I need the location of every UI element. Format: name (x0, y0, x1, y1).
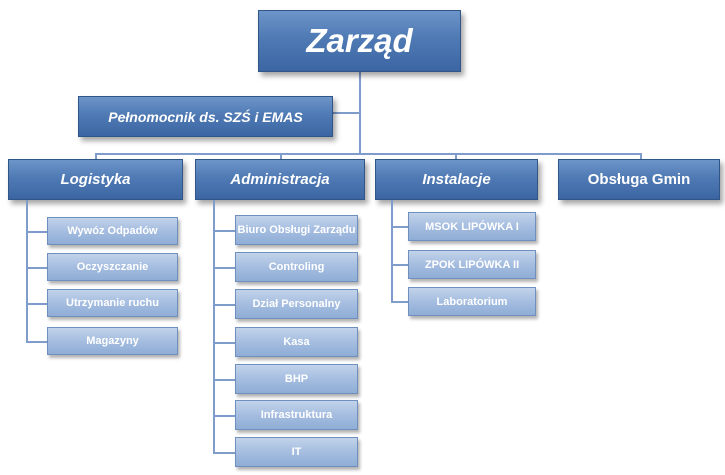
connector-unit (213, 342, 235, 344)
connector-unit (26, 267, 47, 269)
unit-label: Kasa (283, 336, 310, 348)
unit-label: Controling (268, 261, 325, 273)
unit-label: MSOK LIPÓWKA I (425, 220, 519, 233)
connector-unit (213, 267, 235, 269)
unit-label: Magazyny (86, 335, 139, 347)
unit-dzial-personalny: Dział Personalny (235, 289, 358, 319)
unit-label: BHP (284, 373, 309, 385)
connector-unit (213, 415, 235, 417)
department-label: Obsługa Gmin (587, 171, 691, 188)
connector-instalacje-trunk (391, 200, 393, 302)
connector-unit (213, 304, 235, 306)
unit-label: Wywóz Odpadów (67, 225, 158, 237)
unit-label: Biuro Obsługi Zarządu (237, 224, 356, 236)
connector-unit (213, 452, 235, 454)
unit-label: Dział Personalny (252, 298, 341, 310)
representative-label: Pełnomocnik ds. SZŚ i EMAS (108, 108, 303, 125)
connector-unit (26, 341, 47, 343)
department-label: Instalacje (422, 171, 491, 188)
department-administracja: Administracja (195, 159, 365, 200)
connector-unit (391, 301, 408, 303)
unit-laboratorium: Laboratorium (408, 287, 536, 316)
connector-logistyka-trunk (26, 200, 28, 342)
unit-label: Utrzymanie ruchu (66, 297, 159, 309)
unit-utrzymanie-ruchu: Utrzymanie ruchu (47, 289, 178, 317)
unit-label: Infrastruktura (260, 409, 333, 421)
unit-kasa: Kasa (235, 327, 358, 357)
unit-label: Laboratorium (436, 295, 508, 308)
connector-obsluga-gmin (640, 153, 642, 159)
connector-unit (26, 303, 47, 305)
unit-label: ZPOK LIPÓWKA II (424, 258, 520, 271)
connector-instalacje (455, 153, 457, 159)
connector-unit (213, 379, 235, 381)
unit-zpok-lipowka-ii: ZPOK LIPÓWKA II (408, 250, 536, 279)
unit-bhp: BHP (235, 364, 358, 394)
root-label: Zarząd (306, 22, 413, 59)
unit-wywoz-odpadow: Wywóz Odpadów (47, 217, 178, 245)
connector-root-down (359, 72, 361, 155)
unit-controling: Controling (235, 252, 358, 282)
unit-label: Oczyszczanie (76, 261, 149, 273)
connector-representative (333, 112, 360, 114)
connector-logistyka (95, 153, 97, 159)
connector-unit (391, 264, 408, 266)
connector-horizontal-bus (95, 153, 642, 155)
department-obsluga-gmin: Obsługa Gmin (558, 159, 720, 200)
unit-it: IT (235, 437, 358, 467)
connector-unit (26, 231, 47, 233)
unit-biuro-obslugi-zarzadu: Biuro Obsługi Zarządu (235, 215, 358, 245)
representative-node: Pełnomocnik ds. SZŚ i EMAS (78, 96, 333, 137)
unit-infrastruktura: Infrastruktura (235, 400, 358, 430)
connector-unit (213, 230, 235, 232)
unit-msok-lipowka-i: MSOK LIPÓWKA I (408, 212, 536, 241)
connector-administracja (280, 153, 282, 159)
connector-administracja-trunk (213, 200, 215, 453)
connector-unit (391, 226, 408, 228)
root-node: Zarząd (258, 10, 461, 72)
unit-magazyny: Magazyny (47, 327, 178, 355)
department-instalacje: Instalacje (375, 159, 538, 200)
department-label: Logistyka (60, 171, 131, 188)
department-logistyka: Logistyka (8, 159, 183, 200)
unit-oczyszczanie: Oczyszczanie (47, 253, 178, 281)
department-label: Administracja (230, 171, 330, 188)
unit-label: IT (291, 446, 302, 458)
